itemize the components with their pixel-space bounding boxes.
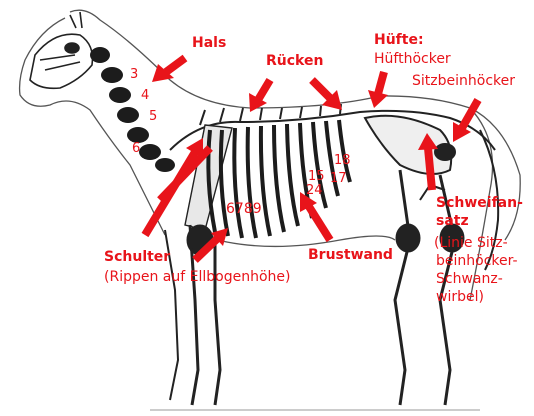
label-schweif-note-line1: (Linie Sitz- (434, 236, 508, 251)
cervical-number-6: 6 (132, 142, 140, 155)
cervical-number-3: 3 (130, 68, 138, 81)
arrow-schweifansatz (428, 148, 432, 190)
cervical-number-5: 5 (149, 110, 157, 123)
skull (30, 12, 93, 88)
label-ruecken: Rücken (266, 54, 323, 69)
arrow-huefte-head (368, 90, 388, 108)
label-sitzbeinhoecker: Sitzbeinhöcker (412, 74, 515, 89)
arrow-huefte (378, 72, 384, 94)
label-schweifansatz-line1: Schweifan- (436, 196, 523, 211)
label-schweifansatz-line2: satz (436, 214, 469, 229)
label-schweif-note-line4: wirbel) (436, 290, 484, 305)
arrow-ruecken-right (312, 80, 330, 98)
arrow-brustwand (308, 205, 330, 240)
label-huefte: Hüfte: (374, 33, 424, 48)
front-legs (165, 225, 220, 405)
arrow-hals (166, 58, 185, 72)
label-schulter: Schulter (104, 250, 170, 265)
rib-number-15: 15 (308, 170, 325, 183)
rib-numbers-front: 6789 (226, 203, 262, 216)
label-schulter-note: (Rippen auf Ellbogenhöhe) (104, 270, 290, 285)
rib-number-17: 17 (330, 172, 347, 185)
cervical-number-4: 4 (141, 89, 149, 102)
rib-number-24: 24 (306, 184, 323, 197)
label-schweif-note-line2: beinhöcker- (436, 254, 518, 269)
label-schweif-note-line3: Schwanz- (436, 272, 503, 287)
label-huefthoecker: Hüfthöcker (374, 52, 451, 67)
rib-number-18: 18 (334, 154, 351, 167)
label-hals: Hals (192, 36, 226, 51)
arrow-ruecken-left (258, 80, 270, 100)
label-brustwand: Brustwand (308, 248, 393, 263)
pelvis (365, 116, 455, 174)
